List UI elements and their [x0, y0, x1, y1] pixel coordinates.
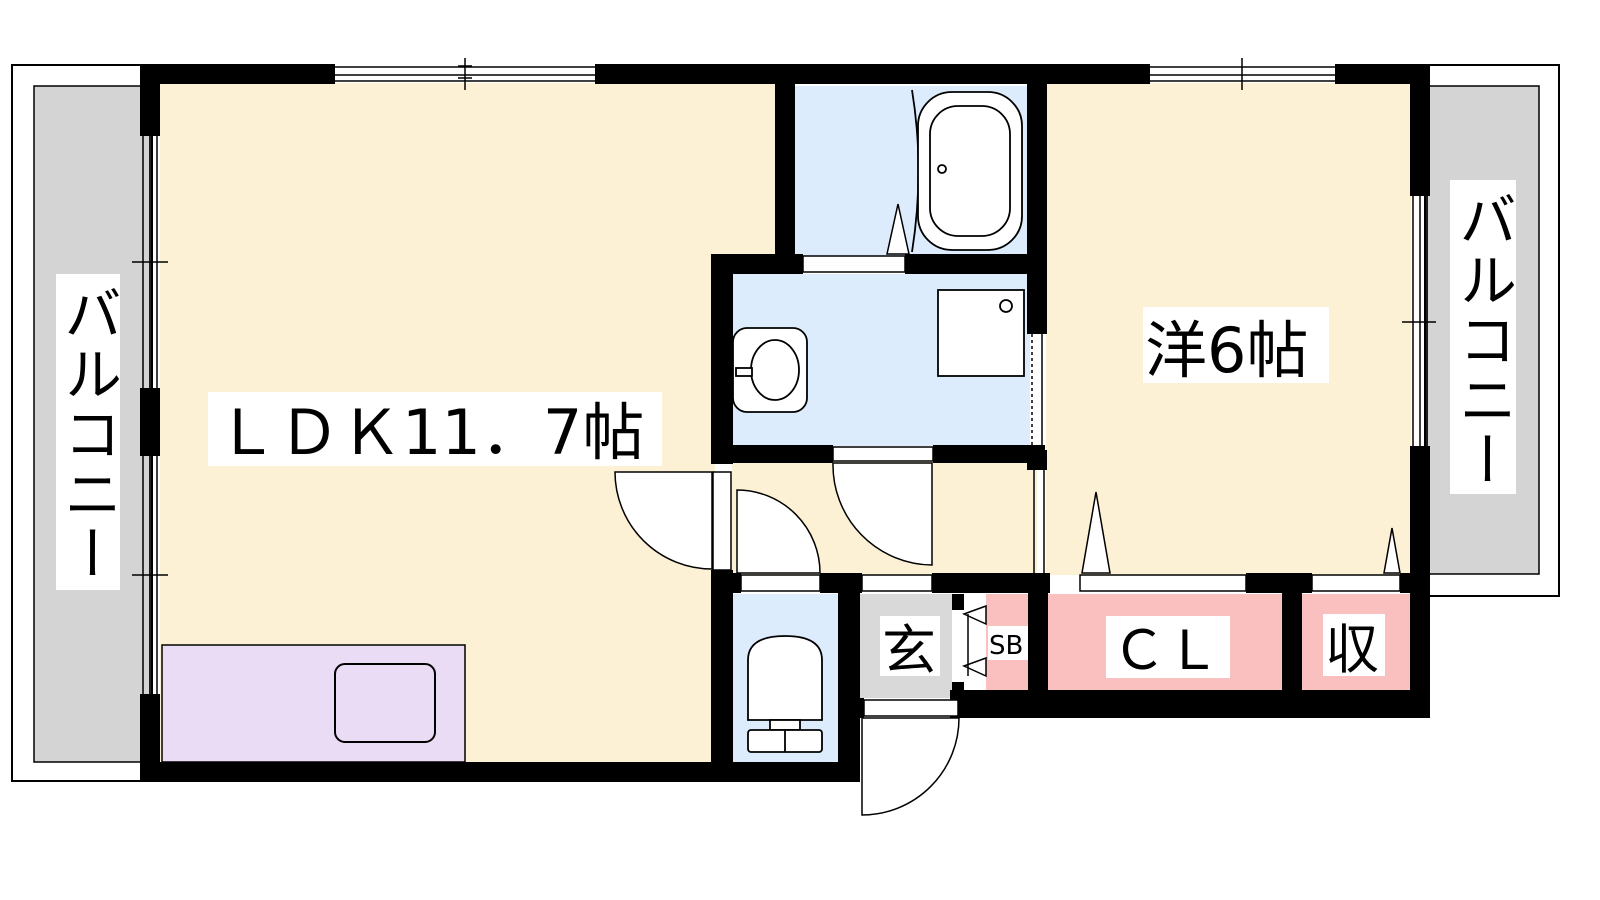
- closet-label: ＣＬ: [1112, 619, 1220, 682]
- western-room-label: 洋6帖: [1145, 314, 1308, 387]
- washbasin: [732, 327, 808, 413]
- shoe-box-label: SB: [989, 631, 1023, 661]
- entrance-label: 玄: [882, 619, 936, 682]
- room-labels: ＬＤＫ11．7帖 洋6帖 玄 SB ＣＬ 収 バルコニー バルコニー: [54, 190, 1517, 682]
- storage-label: 収: [1325, 618, 1379, 681]
- bathtub: [911, 89, 1023, 253]
- windows: [132, 58, 1436, 694]
- balcony-left-label: バルコニー: [54, 284, 122, 584]
- balcony-left: [11, 64, 153, 782]
- walls: [140, 64, 1430, 782]
- door-swings: [886, 203, 1401, 678]
- kitchen-counter: [161, 644, 466, 763]
- balcony-right-label: バルコニー: [1449, 190, 1517, 490]
- washing-machine: [937, 289, 1025, 377]
- balcony-right: [1424, 64, 1560, 597]
- ldk-label: ＬＤＫ11．7帖: [216, 396, 644, 469]
- toilet: [747, 635, 823, 753]
- doors: [614, 255, 1401, 816]
